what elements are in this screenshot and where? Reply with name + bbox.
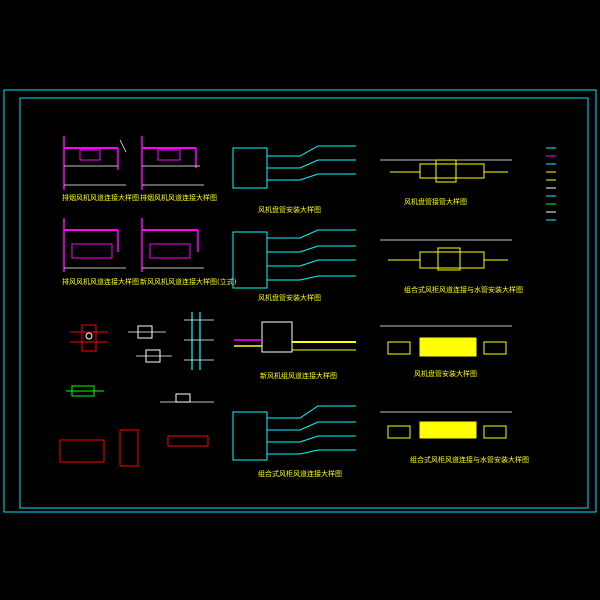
title-4: 新风风机风道连接大样图(立式) — [140, 277, 237, 286]
title-12: 组合式风柜风道连接与水管安装大样图 — [410, 455, 529, 464]
detail-exhaust-fan-1: 排烟风机风道连接大样图 — [62, 136, 139, 202]
detail-pipe-schematic-2: 风机盘管安装大样图 — [232, 229, 356, 302]
outer-frame — [3, 89, 597, 513]
detail-ahu-4: 组合式风柜风道连接与水管安装大样图 — [380, 411, 529, 464]
detail-ahu-3: 风机盘管安装大样图 — [380, 325, 512, 378]
detail-red-bottom — [59, 429, 209, 467]
title-7: 新风机组风道连接大样图 — [260, 371, 337, 380]
detail-white-valves — [128, 325, 172, 363]
title-5: 风机盘管安装大样图 — [258, 205, 321, 214]
title-8: 组合式风柜风道连接大样图 — [258, 469, 342, 478]
detail-pipe-schematic-1: 风机盘管安装大样图 — [232, 145, 356, 214]
detail-red-box — [70, 324, 108, 352]
detail-exhaust-fan-4: 新风风机风道连接大样图(立式) — [140, 218, 237, 286]
detail-white-dim — [160, 393, 214, 403]
title-10: 组合式风柜风道连接与水管安装大样图 — [404, 285, 523, 294]
title-9: 风机盘管接管大样图 — [404, 197, 467, 206]
detail-vertical-pipes — [184, 312, 214, 370]
inner-frame — [19, 97, 589, 509]
title-1: 排烟风机风道连接大样图 — [62, 193, 139, 202]
legend — [546, 147, 556, 221]
detail-exhaust-fan-3: 排风风机风道连接大样图 — [62, 218, 139, 286]
title-2: 排烟风机风道连接大样图 — [140, 193, 217, 202]
detail-ahu-2: 组合式风柜风道连接与水管安装大样图 — [380, 239, 523, 294]
detail-fan-coil-unit: 新风机组风道连接大样图 — [234, 321, 356, 380]
title-11: 风机盘管安装大样图 — [414, 369, 477, 378]
detail-green — [66, 385, 104, 397]
detail-ahu-1: 风机盘管接管大样图 — [380, 159, 512, 206]
title-3: 排风风机风道连接大样图 — [62, 277, 139, 286]
detail-pipe-schematic-3: 组合式风柜风道连接大样图 — [232, 405, 356, 478]
title-6: 风机盘管安装大样图 — [258, 293, 321, 302]
detail-exhaust-fan-2: 排烟风机风道连接大样图 — [140, 136, 217, 202]
